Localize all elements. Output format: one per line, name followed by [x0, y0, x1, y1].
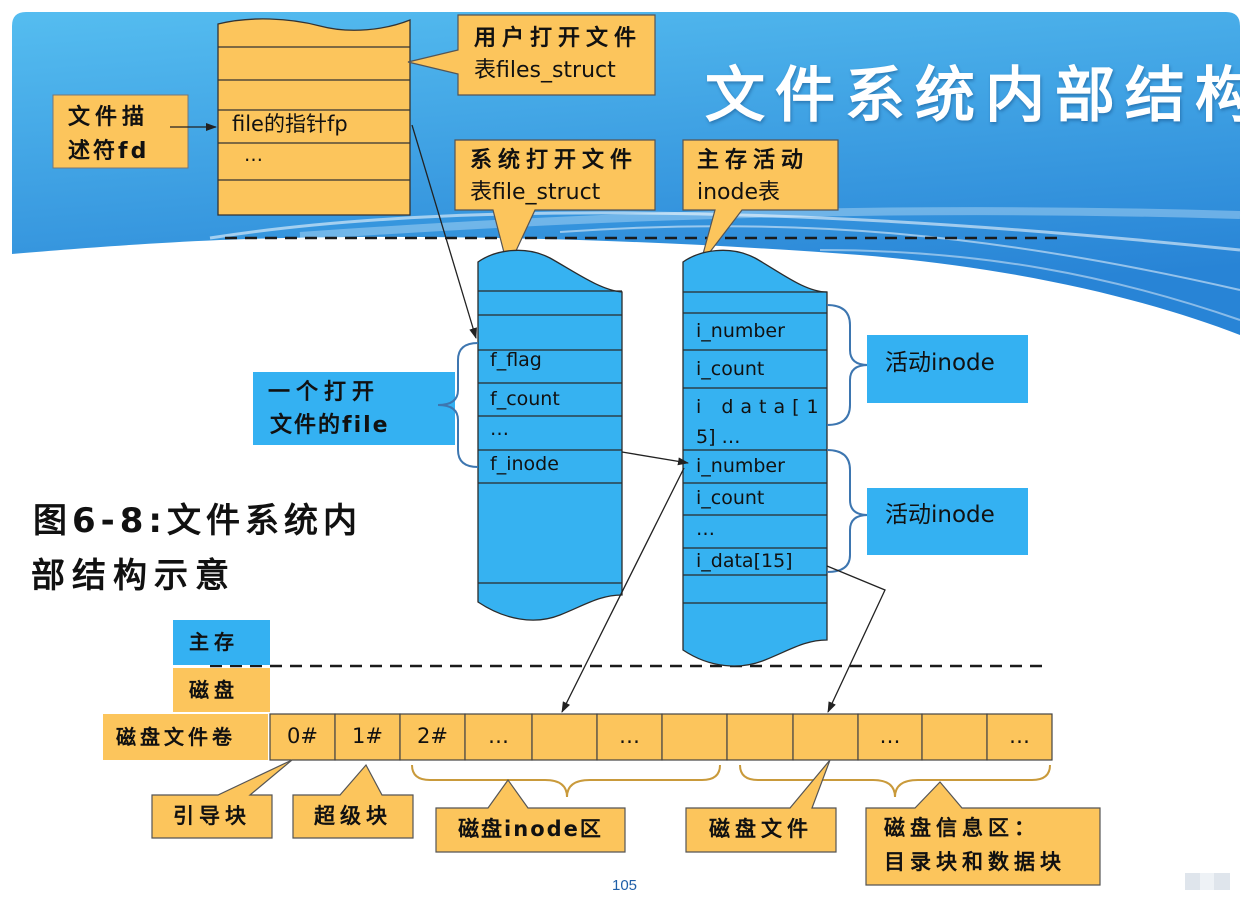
- open-file-label-line-1: 一个打开: [268, 380, 381, 405]
- volume-label-box: [103, 714, 268, 760]
- callout-system-open-files-line-2: 表file_struct: [470, 180, 601, 205]
- disk-block-9: …: [879, 724, 901, 748]
- fd-table-ellipsis-row: …: [244, 144, 263, 166]
- page-number: 105: [612, 877, 638, 894]
- disk-label: 磁盘: [189, 678, 239, 702]
- callout-boot-block: [151, 759, 293, 839]
- callout-active-inode-table-line-1: 主存活动: [697, 148, 810, 173]
- disk-inode-area-label: 磁盘inode区: [458, 817, 603, 841]
- inode-row-i-data: i_data[15]: [696, 550, 793, 572]
- fd-table-fp-row: file的指针fp: [232, 112, 348, 136]
- banner-swoosh: [299, 207, 1241, 240]
- brace-active-inode-1: [826, 304, 869, 426]
- figure-caption-line-2: 部结构示意: [31, 556, 236, 596]
- title-container: 文件系统内部结构: [705, 60, 1240, 144]
- disk-info-area-label-line-1: 磁盘信息区：: [884, 816, 1040, 840]
- file-struct-row-f-count: f_count: [490, 388, 560, 410]
- disk-volume-label: 磁盘文件卷: [116, 725, 236, 749]
- disk-block-2: 2#: [417, 724, 448, 748]
- super-block-label: 超级块: [314, 804, 392, 828]
- inode-row-ellipsis: …: [696, 518, 715, 540]
- banner-swoosh: [819, 249, 1241, 321]
- file-struct-row-ellipsis: …: [490, 418, 509, 440]
- open-file-label-box: [253, 372, 455, 445]
- slide-title: 文件系统内部结构: [705, 61, 1240, 131]
- disk-file-label: 磁盘文件: [709, 817, 813, 841]
- disk-block-3: …: [488, 724, 509, 748]
- figure-caption-line-1: 图6-8:文件系统内: [33, 501, 363, 541]
- fd-table-shape: [217, 18, 411, 216]
- inode-column: [682, 249, 828, 667]
- inode-row-i-data-part-2: 5] …: [696, 426, 741, 448]
- fd-label-line-2: 述符fd: [68, 139, 150, 164]
- callout-user-open-files: [407, 14, 656, 96]
- callout-system-open-files: [454, 139, 656, 270]
- banner-swoosh: [209, 211, 1241, 252]
- callout-active-inode-table: [682, 139, 839, 266]
- inode-row-i-number: i_number: [696, 320, 785, 342]
- active-inode-label-2: 活动inode: [885, 502, 995, 528]
- disk-block-11: …: [1009, 724, 1030, 748]
- fd-label-box: [52, 94, 189, 169]
- arrow-fp-to-file: [411, 124, 477, 339]
- callout-disk-inode-area: [435, 778, 626, 853]
- disk-block-1: 1#: [352, 724, 383, 748]
- brace-active-inode-2: [826, 449, 869, 573]
- disk-info-area-label-line-2: 目录块和数据块: [884, 850, 1066, 874]
- memory-label-box: [173, 620, 270, 665]
- banner-swoosh: [559, 225, 1241, 291]
- memory-label: 主存: [189, 630, 239, 654]
- active-inode-box-1: [867, 335, 1028, 403]
- file-struct-row-f-flag: f_flag: [490, 349, 542, 371]
- disk-block-0: 0#: [287, 724, 318, 748]
- inode-row-i-count: i_count: [696, 487, 765, 509]
- disk-block-cells: [269, 713, 1053, 761]
- callout-disk-info-area: [865, 781, 1101, 886]
- callout-super-block: [292, 763, 414, 839]
- brace-open-file: [437, 342, 479, 468]
- brace-disk-info-area: [739, 764, 1051, 798]
- boot-block-label: 引导块: [173, 804, 251, 828]
- active-inode-box-2: [867, 488, 1028, 555]
- inode-rows: [683, 291, 827, 604]
- arrow-finode-to-inode: [621, 451, 689, 466]
- brace-disk-inode-area: [411, 764, 721, 798]
- file-struct-rows: [478, 290, 622, 584]
- fd-label-line-1: 文件描: [68, 105, 150, 130]
- callout-user-open-files-line-2: 表files_struct: [474, 58, 616, 83]
- callout-user-open-files-line-1: 用户打开文件: [474, 26, 643, 51]
- fd-table-rows: [218, 46, 410, 181]
- disk-block-5: …: [619, 724, 640, 748]
- corner-mark: [1200, 873, 1214, 890]
- inode-row-i-number: i_number: [696, 455, 785, 477]
- inode-row-i-data-part-1: i data[1: [696, 396, 826, 418]
- file-struct-row-f-inode: f_inode: [490, 453, 559, 475]
- arrow-idata-to-disk-file: [826, 565, 886, 713]
- callout-disk-file: [685, 759, 837, 853]
- arrow-inode-to-disk-inode: [561, 467, 685, 713]
- disk-label-box: [173, 668, 270, 712]
- file-struct-column: [477, 249, 623, 621]
- inode-row-i-count: i_count: [696, 358, 765, 380]
- callout-system-open-files-line-1: 系统打开文件: [470, 148, 639, 173]
- open-file-label-line-2: 文件的file: [270, 413, 390, 438]
- active-inode-label-1: 活动inode: [885, 350, 995, 376]
- callout-active-inode-table-line-2: inode表: [697, 180, 781, 205]
